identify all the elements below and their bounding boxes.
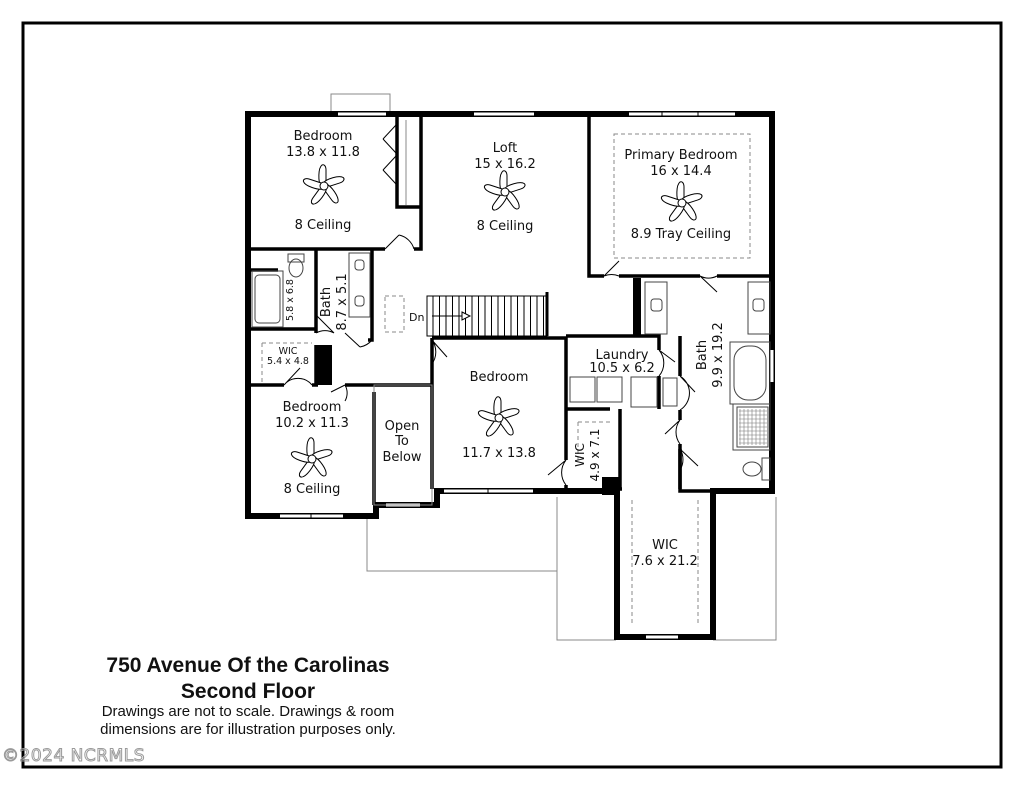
wic-small-dims: 5.4 x 4.8 bbox=[267, 356, 309, 367]
loft-name: Loft bbox=[493, 141, 517, 156]
bedroom-sw-name: Bedroom bbox=[283, 400, 342, 415]
bedroom-center-dims: 11.7 x 13.8 bbox=[462, 446, 536, 461]
wic-small-name: WIC bbox=[279, 346, 298, 357]
ceiling-fan-icon bbox=[483, 170, 526, 211]
bedroom-nw-ceiling: 8 Ceiling bbox=[295, 218, 352, 233]
loft-ceiling: 8 Ceiling bbox=[477, 219, 534, 234]
laundry-dims: 10.5 x 6.2 bbox=[589, 361, 655, 376]
bedroom-nw-dims: 13.8 x 11.8 bbox=[286, 145, 360, 160]
ceiling-fan-icon bbox=[302, 164, 345, 205]
floor-title: Second Floor bbox=[181, 680, 315, 703]
open-to-below-line2: To bbox=[394, 434, 409, 449]
open-to-below-line3: Below bbox=[382, 450, 421, 465]
bedroom-sw-dims: 10.2 x 11.3 bbox=[275, 416, 349, 431]
primary-bedroom-name: Primary Bedroom bbox=[624, 148, 737, 163]
primary-bath-name: Bath bbox=[695, 340, 710, 370]
shower-tiles bbox=[739, 409, 767, 445]
loft-dims: 15 x 16.2 bbox=[474, 157, 535, 172]
room-labels: Bedroom 13.8 x 11.8 8 Ceiling Loft 15 x … bbox=[267, 129, 738, 569]
disclaimer-line-2: dimensions are for illustration purposes… bbox=[100, 721, 396, 738]
closet-bifold-door bbox=[382, 120, 407, 205]
bedroom-center-name: Bedroom bbox=[470, 370, 529, 385]
hall-bath-dims: 8.7 x 5.1 bbox=[335, 273, 350, 330]
ceiling-fan-icon bbox=[477, 396, 520, 437]
wic-mid-dims: 4.9 x 7.1 bbox=[588, 429, 602, 482]
open-to-below-area bbox=[373, 384, 433, 506]
wic-large-dims: 7.6 x 21.2 bbox=[632, 554, 698, 569]
bedroom-nw-name: Bedroom bbox=[294, 129, 353, 144]
lower-floor-outline bbox=[330, 93, 777, 641]
page-border bbox=[21, 21, 1003, 769]
door-swings bbox=[283, 234, 718, 486]
wic-large-name: WIC bbox=[652, 538, 678, 553]
address-title: 750 Avenue Of the Carolinas bbox=[106, 654, 389, 677]
disclaimer-line-1: Drawings are not to scale. Drawings & ro… bbox=[102, 703, 395, 720]
window-sills bbox=[280, 111, 775, 640]
ceiling-fan-icon bbox=[660, 181, 703, 222]
hall-bath-name: Bath bbox=[319, 287, 334, 317]
wall-columns bbox=[316, 278, 641, 495]
bedroom-sw-ceiling: 8 Ceiling bbox=[284, 482, 341, 497]
open-to-below-line1: Open bbox=[385, 419, 420, 434]
stairs bbox=[426, 292, 549, 337]
tub-dims: 5.8 x 6.8 bbox=[285, 279, 296, 321]
closet-outlines bbox=[261, 133, 751, 625]
hall-bath-fixtures bbox=[251, 252, 371, 328]
ceiling-fan-icon bbox=[290, 437, 333, 478]
primary-bath-dims: 9.9 x 19.2 bbox=[711, 322, 726, 388]
stairs-down-label: Dn bbox=[409, 311, 424, 324]
primary-bath-fixtures bbox=[644, 281, 771, 481]
laundry-fixtures bbox=[569, 376, 678, 408]
primary-bedroom-dims: 16 x 14.4 bbox=[650, 164, 711, 179]
laundry-name: Laundry bbox=[596, 348, 649, 363]
primary-bedroom-ceiling: 8.9 Tray Ceiling bbox=[631, 227, 731, 242]
ceiling-fans bbox=[290, 164, 703, 478]
wic-mid-name: WIC bbox=[573, 443, 587, 467]
watermark: ©2024 NCRMLS bbox=[2, 746, 145, 766]
